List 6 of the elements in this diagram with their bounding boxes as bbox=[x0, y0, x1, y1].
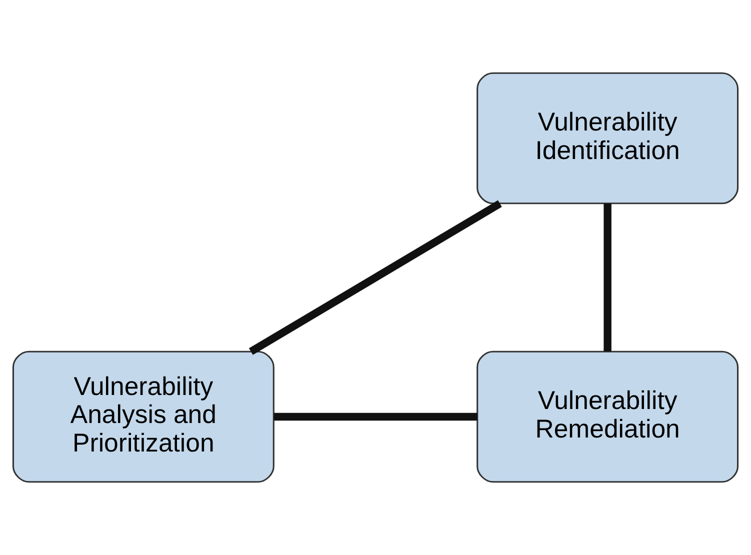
node-box: Vulnerability Analysis and Prioritization bbox=[12, 350, 274, 483]
node-box: Vulnerability Remediation bbox=[476, 350, 739, 483]
connector bbox=[604, 204, 612, 352]
connector bbox=[274, 412, 478, 421]
connector bbox=[248, 200, 502, 355]
node-box: Vulnerability Identification bbox=[476, 72, 739, 204]
